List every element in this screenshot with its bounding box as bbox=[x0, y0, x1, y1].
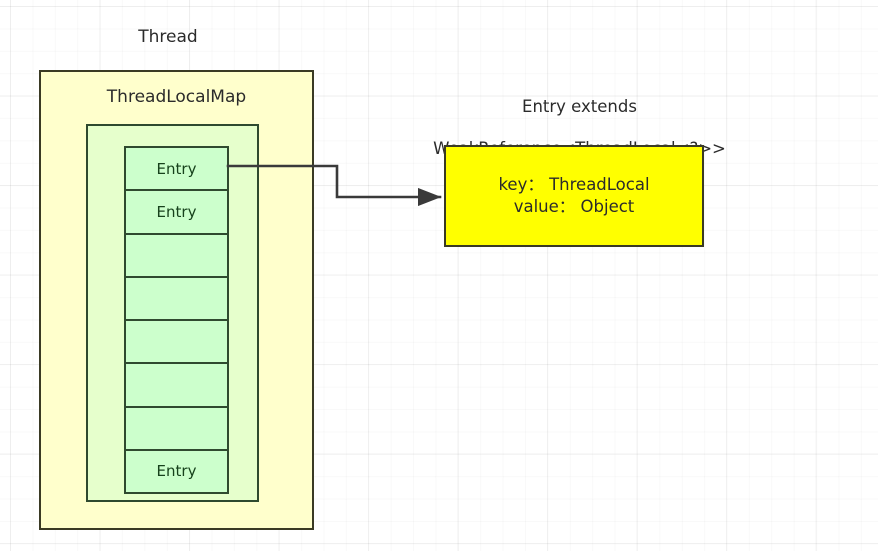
entry-value-text: value： Object bbox=[513, 197, 635, 216]
entry-cell[interactable] bbox=[124, 232, 229, 278]
thread-title-label: Thread bbox=[138, 27, 198, 47]
entry-cell[interactable]: Entry bbox=[124, 448, 229, 494]
entry-table: Entry Entry Entry bbox=[124, 146, 229, 494]
entry-cell[interactable]: Entry bbox=[124, 189, 229, 235]
entry-cell[interactable] bbox=[124, 319, 229, 365]
weakreference-note-line-1: Entry extends bbox=[522, 97, 637, 117]
entry-key-text: key： ThreadLocal bbox=[498, 175, 650, 195]
entry-cell[interactable]: Entry bbox=[124, 146, 229, 192]
threadlocalmap-title-label: ThreadLocalMap bbox=[106, 87, 247, 107]
entry-object-box: key： ThreadLocal value： Object bbox=[444, 145, 704, 247]
entry-cell[interactable] bbox=[124, 362, 229, 408]
entry-cell[interactable] bbox=[124, 275, 229, 321]
entry-cell[interactable] bbox=[124, 405, 229, 451]
